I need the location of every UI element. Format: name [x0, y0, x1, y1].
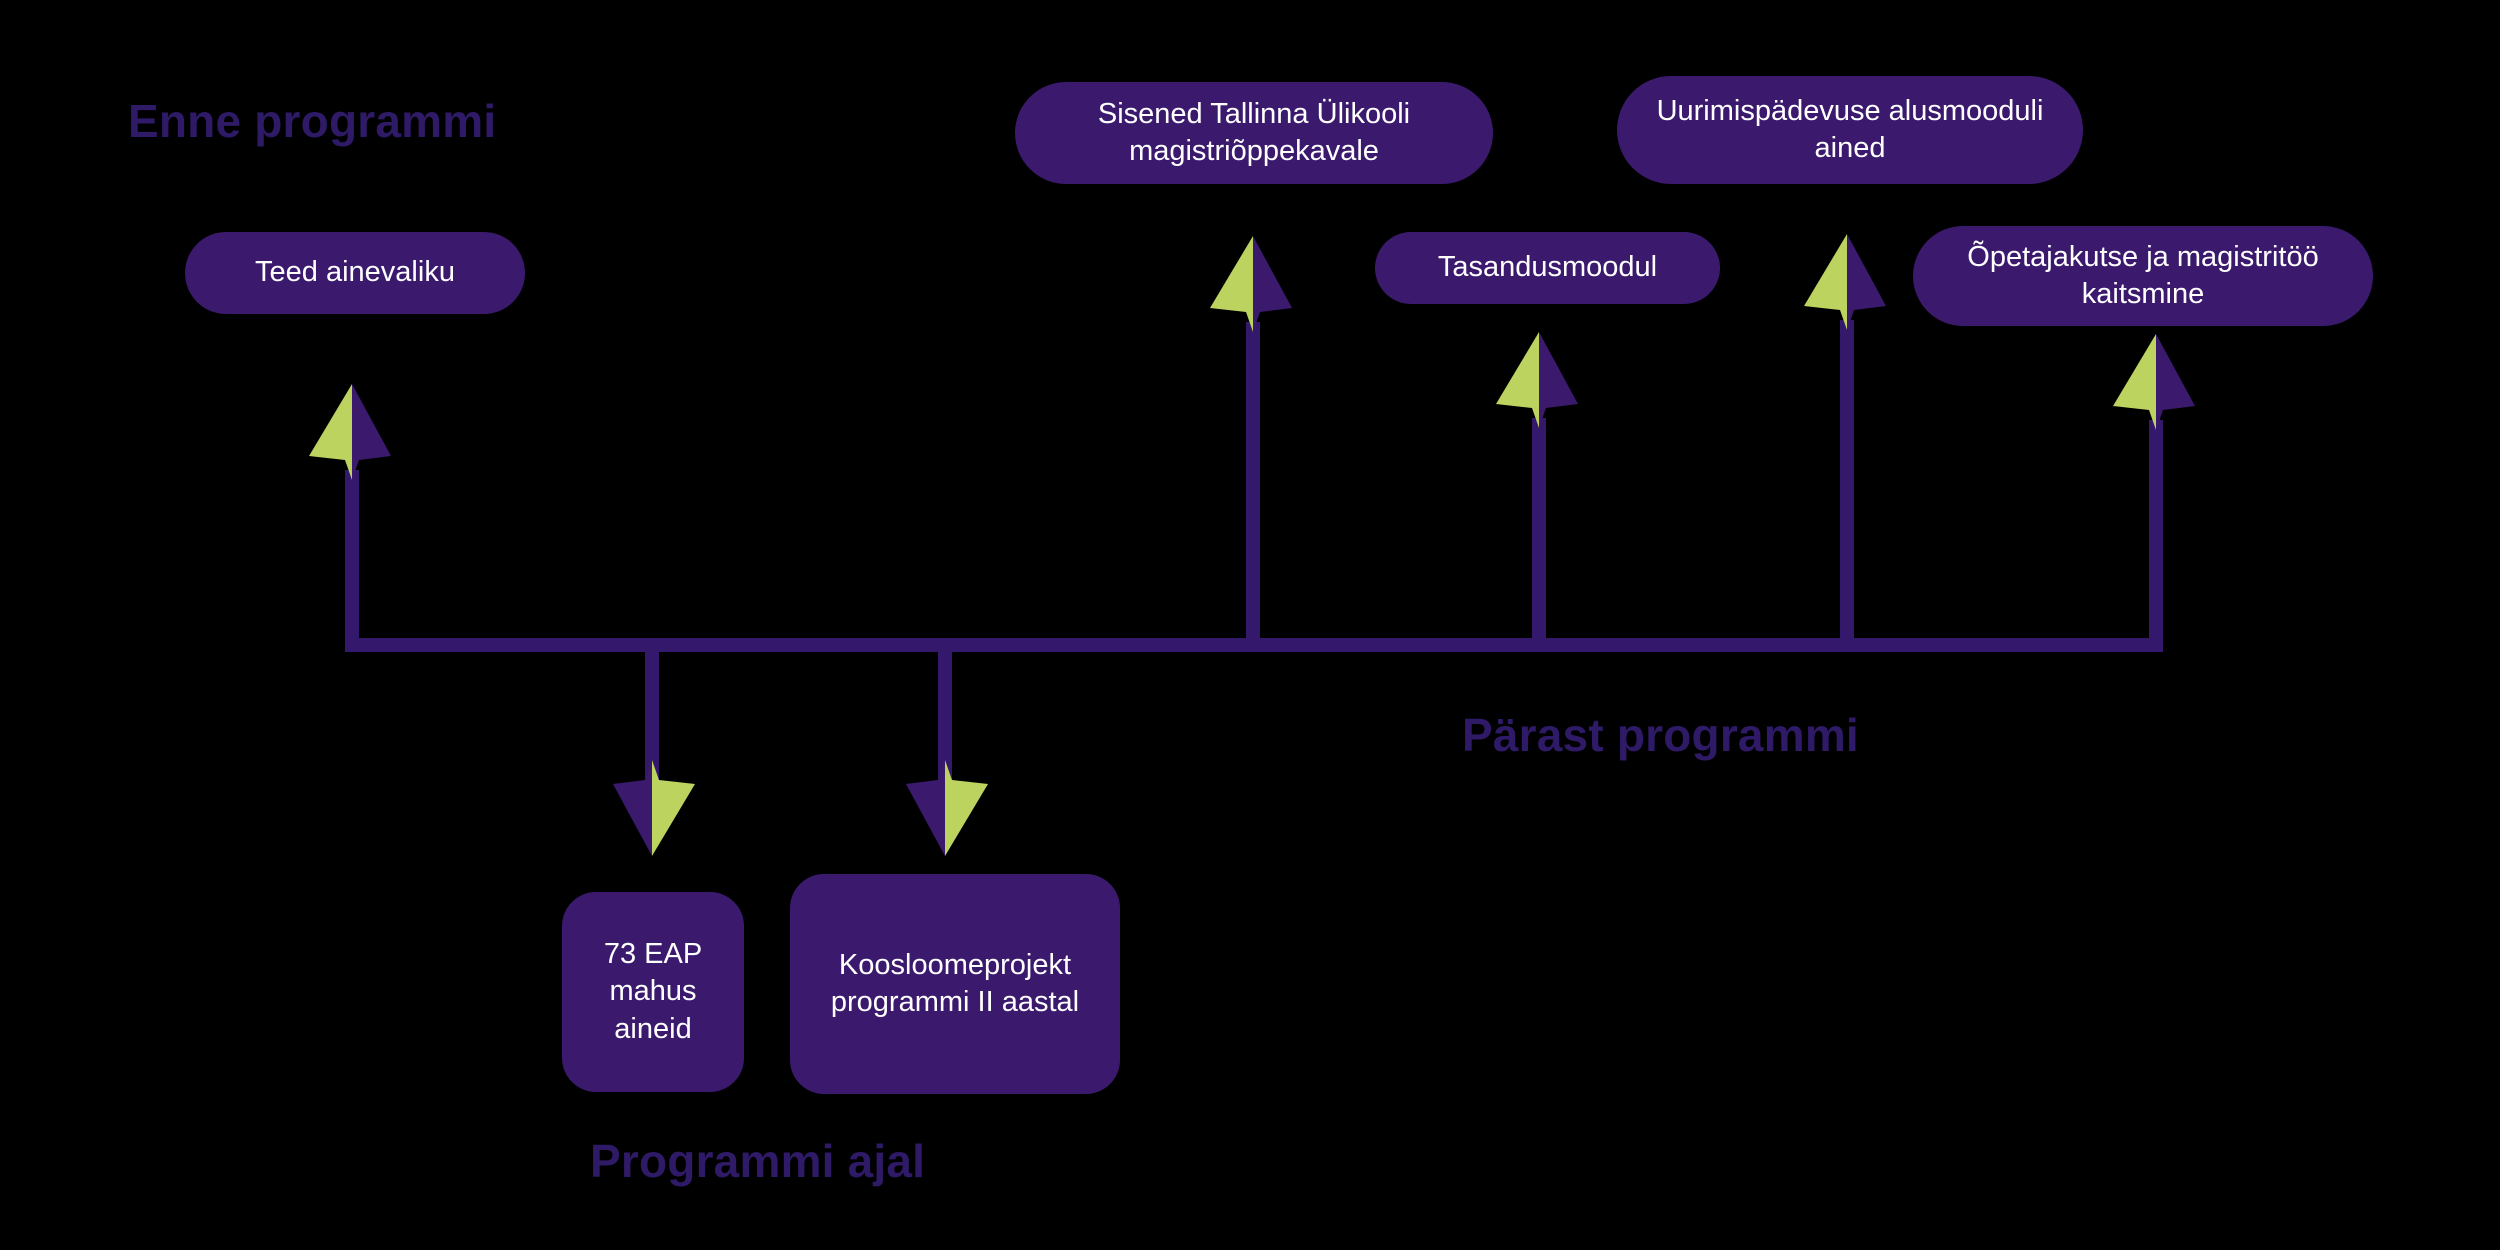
arrow-up-icon-tasandusmoodul [1494, 330, 1584, 428]
section-heading-before-program: Enne programmi [128, 95, 497, 147]
branch-line-koosloomeprojekt [938, 648, 952, 800]
arrow-down-icon-73-eap [607, 760, 697, 858]
arrow-down-icon-koosloomeprojekt [900, 760, 990, 858]
branch-line-tasandusmoodul [1532, 418, 1546, 646]
node-koosloomeprojekt-programmi-ii-aastal[interactable]: Koosloomeprojekt programmi II aastal [790, 874, 1120, 1094]
branch-line-sisened [1246, 322, 1260, 646]
section-heading-during-program: Programmi ajal [590, 1135, 926, 1187]
node-teed-ainevaliku[interactable]: Teed ainevaliku [185, 232, 525, 314]
node-uurimispadevuse-alusmooduli-ained[interactable]: Uurimispädevuse alusmooduli ained [1617, 76, 2083, 184]
node-opetajakutse-magistritoo-kaitsmine[interactable]: Õpetajakutse ja magistritöö kaitsmine [1913, 226, 2373, 326]
branch-line-opetajakutse [2149, 420, 2163, 646]
branch-line-73-eap [645, 648, 659, 800]
node-73-eap-mahus-aineid[interactable]: 73 EAP mahus aineid [562, 892, 744, 1092]
node-sisened-magistrioppekavale[interactable]: Sisened Tallinna Ülikooli magistriõppeka… [1015, 82, 1493, 184]
node-tasandusmoodul[interactable]: Tasandusmoodul [1375, 232, 1720, 304]
arrow-up-icon-teed [307, 382, 397, 480]
arrow-up-icon-opetajakutse [2111, 332, 2201, 430]
arrow-up-icon-uurimispadevuse [1802, 232, 1892, 330]
section-heading-after-program: Pärast programmi [1462, 709, 1859, 761]
branch-line-uurimispadevuse [1840, 320, 1854, 646]
arrow-up-icon-sisened [1208, 234, 1298, 332]
branch-line-teed-ainevaliku [345, 470, 359, 646]
